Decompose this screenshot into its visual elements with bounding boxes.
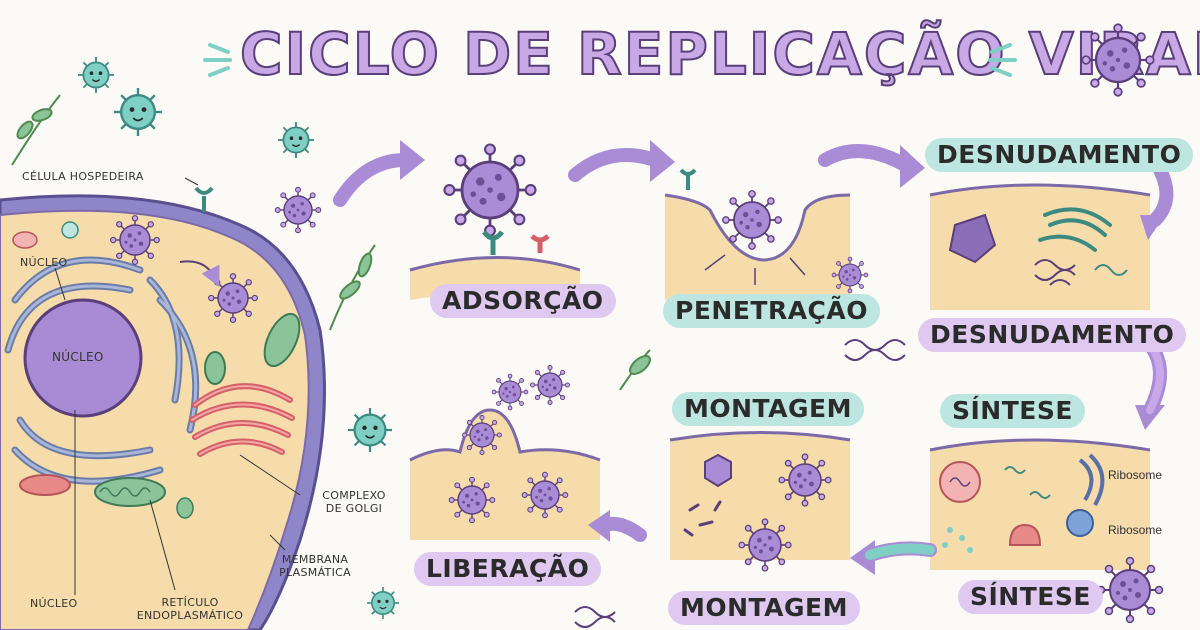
stage-assembly-top: MONTAGEM — [672, 392, 864, 426]
label-membrane-line2: PLASMÁTICA — [279, 566, 351, 579]
stage-penetration: PENETRAÇÃO — [663, 294, 881, 328]
stage-synthesis-bottom: SÍNTESE — [958, 580, 1103, 614]
label-er: RETÍCULO ENDOPLASMÁTICO — [130, 596, 250, 622]
label-membrane: MEMBRANA PLASMÁTICA — [270, 553, 360, 579]
label-golgi-line2: DE GOLGI — [325, 502, 383, 515]
label-host-cell: CÉLULA HOSPEDEIRA — [22, 170, 144, 183]
label-golgi: COMPLEXO DE GOLGI — [314, 489, 394, 515]
stage-uncoating-top: DESNUDAMENTO — [925, 138, 1194, 172]
label-er-line2: ENDOPLASMÁTICO — [136, 609, 244, 622]
nucleus — [23, 298, 143, 418]
stage-release: LIBERAÇÃO — [414, 552, 602, 586]
label-membrane-line1: MEMBRANA — [281, 553, 349, 566]
stage-synthesis-mid: SÍNTESE — [940, 394, 1085, 428]
label-ribosome-1: Ribosome — [1108, 468, 1163, 482]
stage-uncoating-mid: DESNUDAMENTO — [918, 318, 1187, 352]
stage-adsorption: ADSORÇÃO — [430, 284, 616, 318]
label-golgi-line1: COMPLEXO — [322, 489, 386, 502]
label-nucleus-top: NÚCLEO — [20, 256, 68, 269]
label-nucleus-bottom: NÚCLEO — [30, 597, 78, 610]
label-er-line1: RETÍCULO — [161, 596, 219, 609]
label-nucleus-center: NÚCLEO — [52, 350, 104, 364]
label-ribosome-2: Ribosome — [1108, 523, 1163, 537]
stage-assembly-bottom: MONTAGEM — [668, 591, 860, 625]
